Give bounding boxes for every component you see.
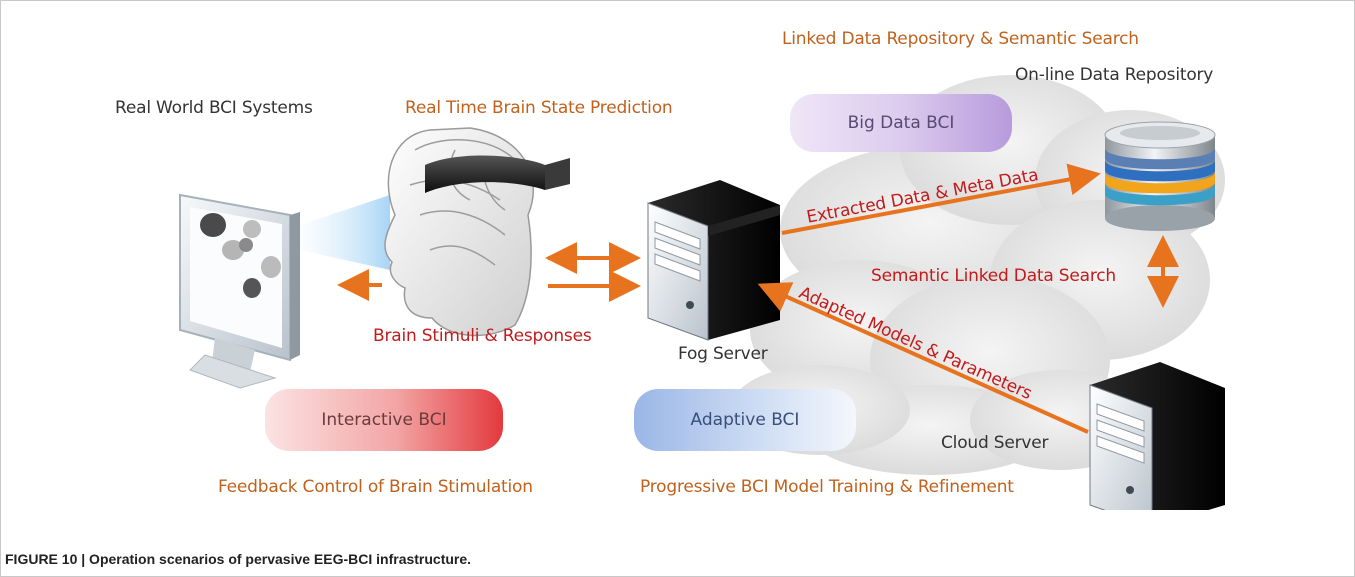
figure-caption: FIGURE 10 | Operation scenarios of perva…: [5, 551, 472, 567]
database-icon: [1104, 121, 1216, 231]
head-icon: [384, 127, 570, 337]
interactive-bci-pill: Interactive BCI: [265, 389, 503, 451]
real-world-label: Real World BCI Systems: [115, 98, 313, 118]
adaptive-bci-pill: Adaptive BCI: [634, 389, 856, 451]
real-time-label: Real Time Brain State Prediction: [405, 98, 673, 118]
monitor-icon: [179, 193, 390, 389]
diagram-canvas: [179, 75, 1225, 510]
arrow-cloud-to-fog: [757, 282, 1089, 434]
online-repo-label: On-line Data Repository: [1015, 65, 1214, 85]
cloud-server-icon: [1089, 362, 1225, 510]
arrow-fog-to-database: [781, 163, 1101, 235]
fog-server-label: Fog Server: [678, 344, 768, 364]
arrows: [337, 163, 1179, 434]
linked-repo-label: Linked Data Repository & Semantic Search: [782, 29, 1139, 49]
progressive-label: Progressive BCI Model Training & Refinem…: [640, 477, 1014, 497]
fog-server-icon: [647, 180, 780, 341]
big-data-bci-pill: Big Data BCI: [790, 94, 1012, 152]
cloud-server-label: Cloud Server: [941, 433, 1049, 453]
semantic-search-label: Semantic Linked Data Search: [871, 266, 1117, 286]
feedback-label: Feedback Control of Brain Stimulation: [218, 477, 533, 497]
brain-stimuli-label: Brain Stimuli & Responses: [373, 326, 592, 346]
